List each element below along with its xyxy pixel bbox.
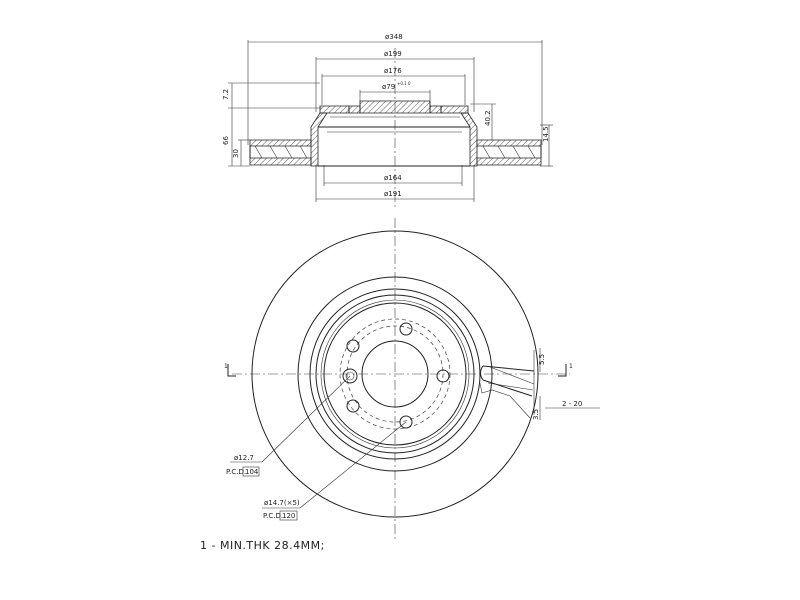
dim-inner-diameter-164: ø164 xyxy=(384,174,402,182)
callout-small-hole-pcd-prefix: P.C.D. xyxy=(226,468,246,476)
callout-large-hole-pcd-prefix: P.C.D. xyxy=(263,512,283,520)
dim-height-66: 66 xyxy=(222,136,230,145)
bolt-holes xyxy=(342,322,450,429)
dim-slot-width: 5.5 xyxy=(538,354,546,365)
center-bore xyxy=(361,340,429,408)
callout-large-hole-size: ø14.7(×5) xyxy=(264,499,300,507)
bolt-hole xyxy=(346,339,360,353)
section-mark-left: 1 xyxy=(224,363,228,370)
callout-small-hole-pcd-value: 104 xyxy=(245,468,259,476)
dim-hat-top-diameter: ø176 xyxy=(384,67,402,75)
section-horizontal-dimensions: ø348 ø199 ø176 ø79 +0.1 0 ø164 xyxy=(247,33,543,202)
disc-cross-section xyxy=(249,100,542,167)
callout-large-hole-pcd-value: 120 xyxy=(282,512,295,520)
section-mark-right: 1 xyxy=(569,363,573,370)
dim-outer-diameter: ø348 xyxy=(385,33,403,41)
dim-slot-offset: 3.5 xyxy=(532,409,540,420)
section-vertical-dimensions-right: 40.2 14.5 xyxy=(470,103,553,167)
friction-ring-inner-edge xyxy=(297,276,493,472)
hat-outer-edge xyxy=(309,288,481,460)
bolt-circle xyxy=(346,325,444,423)
min-thickness-note: 1 - MIN.THK 28.4MM; xyxy=(200,539,325,552)
bolt-hole xyxy=(399,322,413,336)
dim-height-40-2: 40.2 xyxy=(484,110,492,126)
vent-slot-detail: 5.5 3.5 2 - 20 xyxy=(479,348,600,420)
dim-slot-angle: 2 - 20 xyxy=(562,400,582,408)
disc-outer-edge xyxy=(251,230,539,518)
dim-center-bore: ø79 xyxy=(382,83,395,91)
bolt-hole xyxy=(346,399,360,413)
callout-small-hole-size: ø12.7 xyxy=(234,454,254,462)
section-cut-marks: 1 1 xyxy=(224,363,573,377)
section-view: ø348 ø199 ø176 ø79 +0.1 0 ø164 xyxy=(222,33,553,210)
section-vertical-dimensions-left: 7.2 66 30 xyxy=(222,82,322,167)
dim-hat-outer-diameter: ø199 xyxy=(384,50,402,58)
dim-height-30: 30 xyxy=(232,149,240,158)
dim-thickness-14-5: 14.5 xyxy=(542,126,550,142)
bolt-hole xyxy=(436,369,450,383)
front-view: 5.5 3.5 2 - 20 1 1 ø12.7 P.C.D. 104 ø14.… xyxy=(224,218,600,540)
dim-height-7-2: 7.2 xyxy=(222,89,230,100)
dim-inner-diameter-191: ø191 xyxy=(384,190,402,198)
locating-hole xyxy=(342,368,358,384)
dim-center-bore-tolerance: +0.1 0 xyxy=(397,81,411,86)
hole-callouts: ø12.7 P.C.D. 104 ø14.7(×5) P.C.D. 120 xyxy=(226,375,407,521)
bolt-hole xyxy=(399,415,413,429)
